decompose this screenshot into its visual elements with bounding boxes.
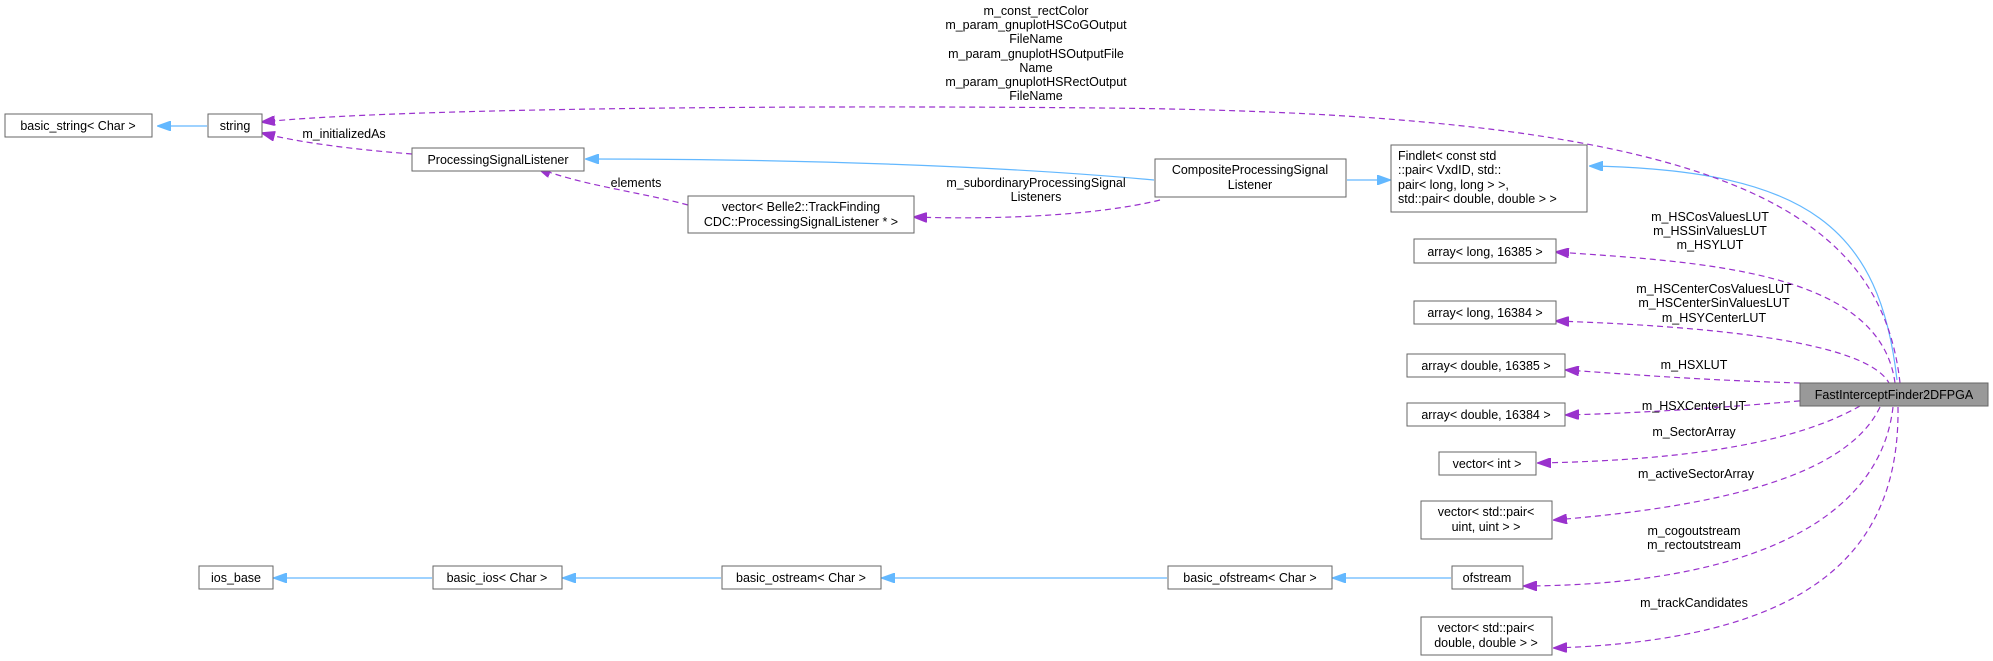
node-label-processing-signal-listener: ProcessingSignalListener: [427, 153, 568, 167]
node-basic-ostream[interactable]: basic_ostream< Char >: [721, 565, 882, 590]
edge-main-to-array-double-16385: [1566, 370, 1801, 384]
edge-main-to-findlet: [1590, 166, 1898, 381]
node-label-main: FastInterceptFinder2DFPGA: [1815, 388, 1974, 402]
edge-label-subordinary: m_subordinaryProcessingSignal Listeners: [946, 176, 1125, 204]
edge-composite-to-vector-listener: [914, 199, 1161, 218]
label-hsxcenterlut: m_HSXCenterLUT: [1642, 399, 1747, 413]
label-subordinary-2: Listeners: [1011, 190, 1062, 204]
node-composite-listener[interactable]: CompositeProcessingSignal Listener: [1154, 158, 1347, 198]
node-array-double-16385[interactable]: array< double, 16385 >: [1406, 353, 1566, 378]
label-gnuplot-cog-filename: FileName: [1009, 32, 1063, 46]
node-label-vector-int: vector< int >: [1453, 457, 1522, 471]
label-subordinary-1: m_subordinaryProcessingSignal: [946, 176, 1125, 190]
node-vector-int[interactable]: vector< int >: [1438, 451, 1537, 476]
node-ofstream[interactable]: ofstream: [1451, 565, 1524, 590]
node-label-findlet-2: ::pair< VxdID, std::: [1398, 163, 1501, 177]
label-const-rect-color: m_const_rectColor: [984, 4, 1089, 18]
edge-label-lut-16385: m_HSCosValuesLUT m_HSSinValuesLUT m_HSYL…: [1651, 210, 1769, 252]
node-main-fast-intercept-finder[interactable]: FastInterceptFinder2DFPGA: [1799, 382, 1989, 407]
node-basic-ios[interactable]: basic_ios< Char >: [432, 565, 563, 590]
edge-main-to-array-long-16384: [1556, 321, 1891, 386]
node-label-basic-ios: basic_ios< Char >: [447, 571, 548, 585]
label-initialized-as: m_initializedAs: [302, 127, 385, 141]
node-label-string: string: [220, 119, 251, 133]
node-processing-signal-listener[interactable]: ProcessingSignalListener: [411, 147, 585, 172]
node-label-findlet-1: Findlet< const std: [1398, 149, 1496, 163]
node-array-double-16384[interactable]: array< double, 16384 >: [1406, 402, 1566, 427]
edge-main-to-vector-pair-double: [1554, 406, 1899, 648]
node-label-findlet-4: std::pair< double, double > >: [1398, 192, 1557, 206]
node-label-basic-ofstream: basic_ofstream< Char >: [1183, 571, 1316, 585]
edge-label-string-members: m_const_rectColor m_param_gnuplotHSCoGOu…: [945, 4, 1127, 103]
node-label-ofstream: ofstream: [1463, 571, 1512, 585]
node-label-basic-ostream: basic_ostream< Char >: [736, 571, 866, 585]
edge-main-to-array-double-16384: [1566, 399, 1811, 415]
label-cogoutstream: m_cogoutstream: [1647, 524, 1740, 538]
node-array-long-16384[interactable]: array< long, 16384 >: [1413, 300, 1557, 325]
node-label-array-long-16385: array< long, 16385 >: [1427, 245, 1542, 259]
node-findlet[interactable]: Findlet< const std ::pair< VxdID, std:: …: [1390, 144, 1588, 213]
edge-main-to-ofstream: [1524, 406, 1894, 586]
edge-label-lut-16384: m_HSCenterCosValuesLUT m_HSCenterSinValu…: [1636, 282, 1792, 325]
node-label-vector-pair-double-2: double, double > >: [1434, 636, 1538, 650]
node-label-composite-2: Listener: [1228, 178, 1272, 192]
label-gnuplot-cog-output: m_param_gnuplotHSCoGOutput: [945, 18, 1127, 32]
node-label-vector-pair-uint-1: vector< std::pair<: [1438, 505, 1535, 519]
edge-main-to-string: [262, 106, 1901, 384]
node-label-vector-listener-2: CDC::ProcessingSignalListener * >: [704, 215, 898, 229]
node-array-long-16385[interactable]: array< long, 16385 >: [1413, 238, 1557, 264]
label-gnuplot-rect-filename: FileName: [1009, 89, 1063, 103]
label-hs-sin-lut: m_HSSinValuesLUT: [1653, 224, 1767, 238]
label-rectoutstream: m_rectoutstream: [1647, 538, 1741, 552]
label-gnuplot-hs-output: m_param_gnuplotHSOutputFile: [948, 47, 1124, 61]
node-label-ios-base: ios_base: [211, 571, 261, 585]
label-gnuplot-hs-name: Name: [1019, 61, 1052, 75]
label-elements: elements: [611, 176, 662, 190]
node-vector-listener[interactable]: vector< Belle2::TrackFinding CDC::Proces…: [687, 195, 915, 234]
edge-label-streams: m_cogoutstream m_rectoutstream: [1647, 524, 1741, 552]
node-label-array-long-16384: array< long, 16384 >: [1427, 306, 1542, 320]
label-hs-y-center-lut: m_HSYCenterLUT: [1662, 311, 1767, 325]
node-vector-pair-uint[interactable]: vector< std::pair< uint, uint > >: [1420, 500, 1553, 540]
edge-main-to-vector-pair-uint: [1554, 406, 1881, 520]
label-sector-array: m_SectorArray: [1652, 425, 1736, 439]
node-basic-string[interactable]: basic_string< Char >: [4, 113, 153, 138]
node-label-vector-listener-1: vector< Belle2::TrackFinding: [722, 200, 880, 214]
label-hs-y-lut: m_HSYLUT: [1677, 238, 1744, 252]
node-label-basic-string: basic_string< Char >: [20, 119, 135, 133]
node-ios-base[interactable]: ios_base: [198, 565, 274, 590]
node-label-findlet-3: pair< long, long > >,: [1398, 178, 1509, 192]
node-basic-ofstream[interactable]: basic_ofstream< Char >: [1167, 565, 1333, 590]
label-active-sector-array: m_activeSectorArray: [1638, 467, 1755, 481]
edge-main-to-array-long-16385: [1556, 252, 1896, 384]
label-hs-center-sin-lut: m_HSCenterSinValuesLUT: [1638, 296, 1790, 310]
label-hsxlut: m_HSXLUT: [1661, 358, 1728, 372]
node-label-array-double-16384: array< double, 16384 >: [1421, 408, 1550, 422]
node-label-composite-1: CompositeProcessingSignal: [1172, 163, 1328, 177]
edge-psl-to-string: [262, 133, 413, 155]
node-label-array-double-16385: array< double, 16385 >: [1421, 359, 1550, 373]
node-string[interactable]: string: [207, 113, 263, 138]
node-label-vector-pair-uint-2: uint, uint > >: [1452, 520, 1521, 534]
node-label-vector-pair-double-1: vector< std::pair<: [1438, 621, 1535, 635]
label-track-candidates: m_trackCandidates: [1640, 596, 1748, 610]
node-vector-pair-double[interactable]: vector< std::pair< double, double > >: [1420, 616, 1553, 656]
label-hs-cos-lut: m_HSCosValuesLUT: [1651, 210, 1769, 224]
label-hs-center-cos-lut: m_HSCenterCosValuesLUT: [1636, 282, 1792, 296]
edge-listener-to-string-psl: [586, 159, 1155, 181]
label-gnuplot-rect-output: m_param_gnuplotHSRectOutput: [945, 75, 1127, 89]
